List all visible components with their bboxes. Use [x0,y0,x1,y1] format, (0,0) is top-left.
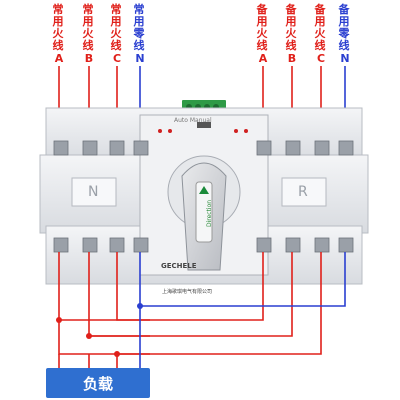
maker-label: 上海歌琪电气有限公司 [162,289,213,295]
source-n-letter: N [88,184,99,200]
label-text: 常用零线 [133,3,145,52]
label-text: 备用火线 [314,3,326,52]
phase-letter-N-right: N [340,52,350,65]
phase-letter-A-right: A [258,52,268,65]
label-text: 常用火线 [52,3,64,52]
knob-direction-text: Direction [206,199,214,228]
label-text: 常用火线 [110,3,122,52]
label-text: 备用火线 [256,3,268,52]
phase-letter-B-left: B [84,52,94,65]
source-r-letter: R [298,184,308,200]
phase-letter-N-left: N [135,52,145,65]
label-text: 备用火线 [285,3,297,52]
phase-letter-B-right: B [287,52,297,65]
phase-letter-C-left: C [112,52,122,65]
label-text: 备用零线 [338,3,350,52]
load-label: 负载 [82,374,113,393]
brand-label: GECHELE [161,262,197,270]
rotary-handle [167,155,241,271]
load-box: 负载 [46,368,150,398]
auto-manual-label: Auto Manual [174,117,212,124]
junction-dots [56,303,143,357]
switch-body [39,107,369,285]
phase-letter-A-left: A [54,52,64,65]
phase-letter-C-right: C [316,52,326,65]
label-text: 常用火线 [82,3,94,52]
